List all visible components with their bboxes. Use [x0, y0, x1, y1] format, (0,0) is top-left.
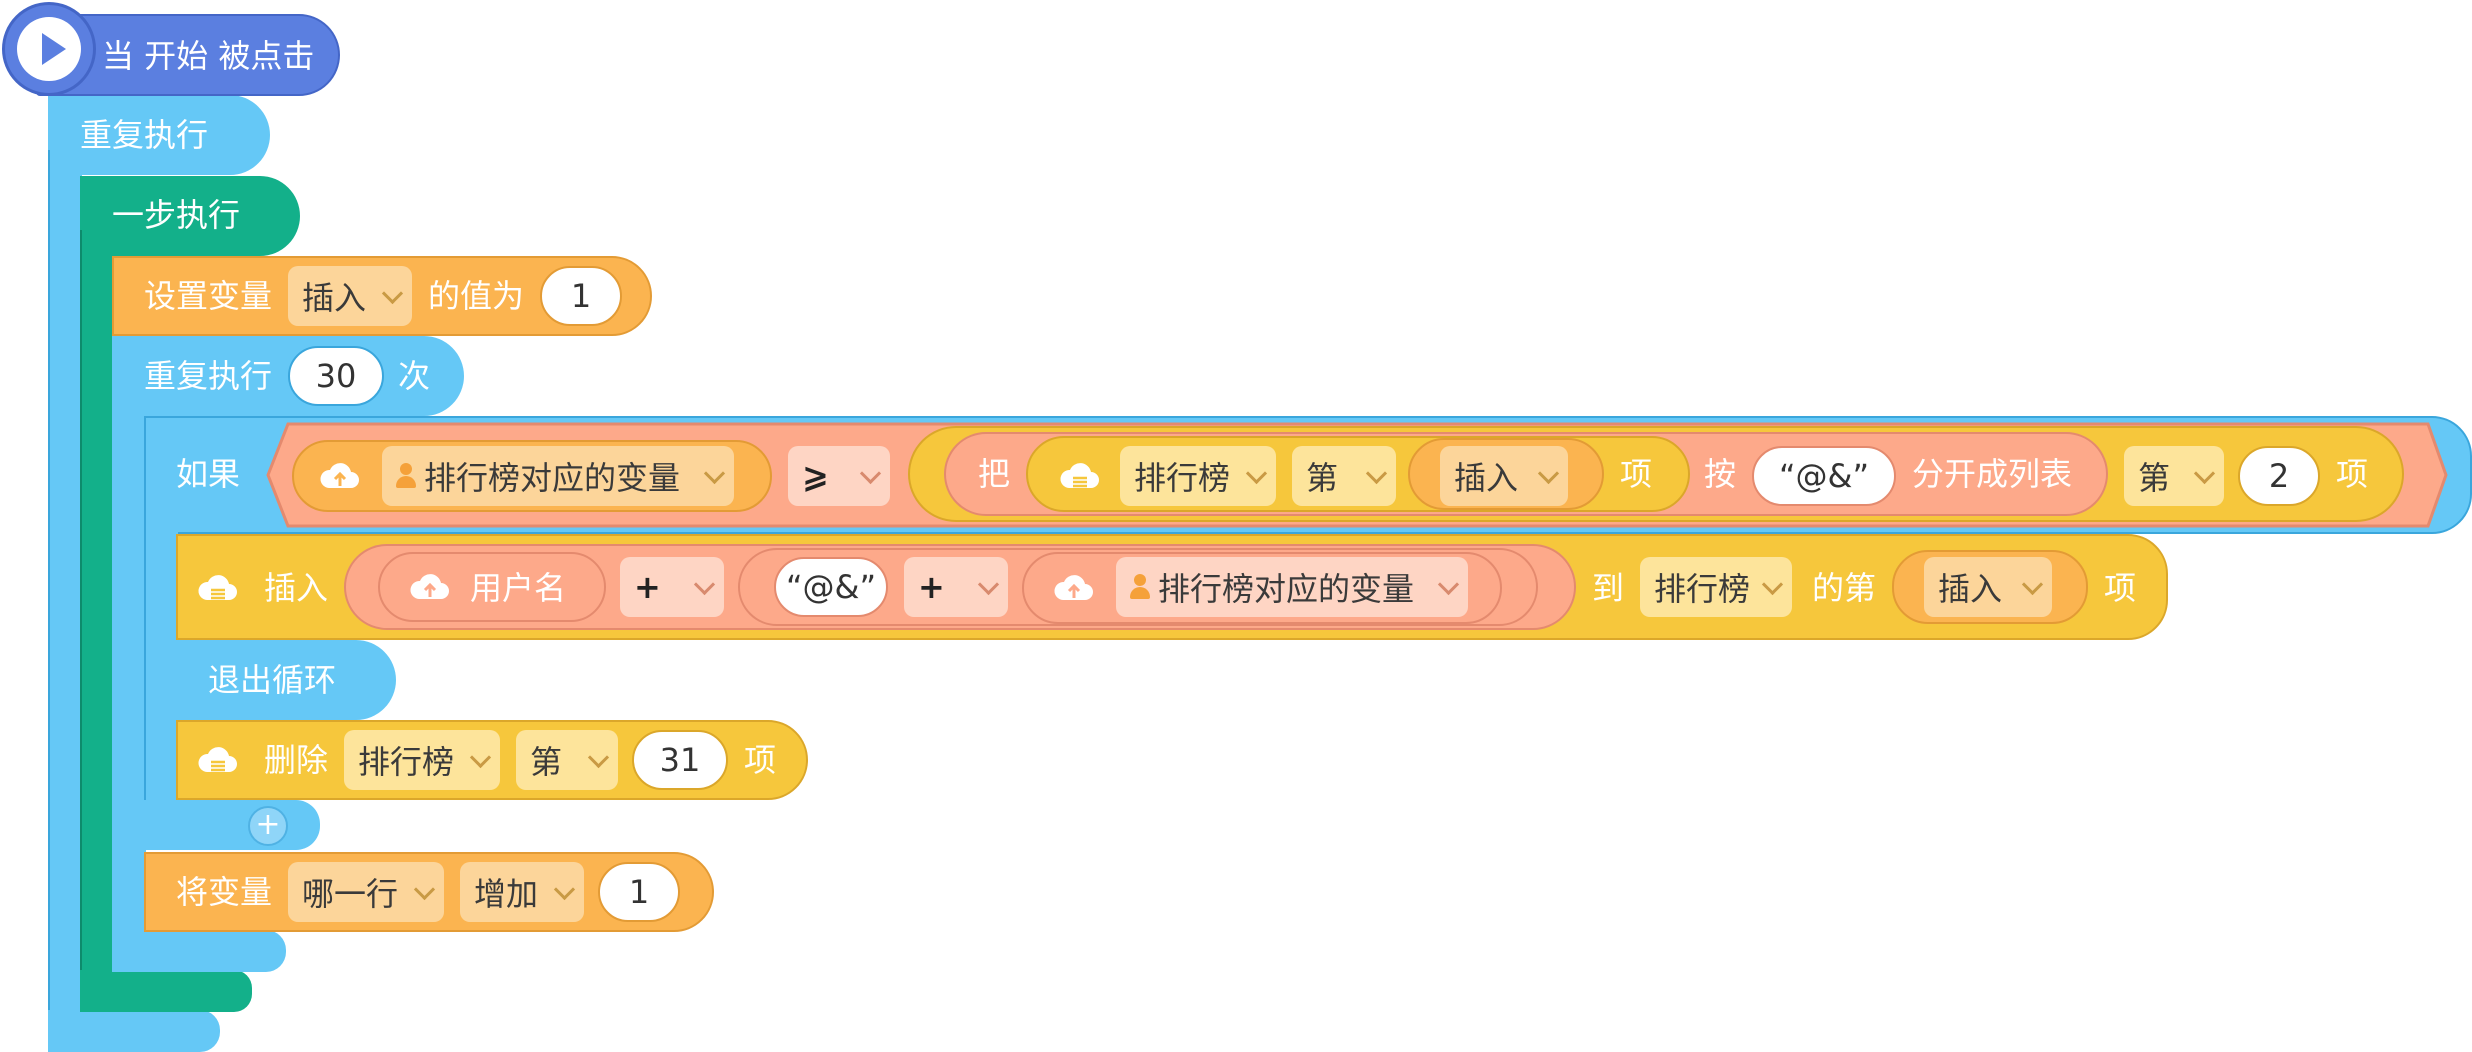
operator-value: ⩾	[802, 457, 829, 495]
add-icon: +	[255, 807, 281, 842]
repeat-times-bottom	[112, 930, 286, 972]
split-index-var-value: 插入	[1454, 459, 1519, 497]
cloud-list-icon	[198, 575, 237, 600]
insert-xiang-label: 项	[2104, 569, 2137, 607]
delete-label: 删除	[264, 741, 329, 779]
change-op-dropdown[interactable]: 增加	[460, 862, 584, 922]
operator-dropdown[interactable]: ⩾	[788, 446, 890, 506]
insert-list-value: 排行榜	[1654, 570, 1751, 608]
split-index-var-dropdown[interactable]: 插入	[1440, 446, 1568, 506]
delete-list-dropdown[interactable]: 排行榜	[344, 730, 500, 790]
set-variable-dropdown[interactable]: 插入	[288, 266, 412, 326]
left-variable-name: 排行榜对应的变量	[424, 459, 681, 497]
cloud-upload-icon	[1054, 575, 1093, 600]
change-variable-dropdown[interactable]: 哪一行	[288, 862, 444, 922]
if-block-arm	[144, 520, 178, 820]
split-di-value: 第	[1306, 459, 1339, 497]
change-variable-value: 哪一行	[302, 875, 399, 913]
split-xiang2-label: 项	[2336, 455, 2369, 493]
plus-operator-2-value: +	[918, 568, 945, 606]
step-exec-label: 一步执行	[112, 196, 241, 234]
set-variable-value-input[interactable]: 1	[540, 266, 622, 326]
add-block-button[interactable]: +	[248, 806, 288, 846]
split-separator-input[interactable]: “@&”	[1752, 446, 1896, 506]
username-label: 用户名	[470, 569, 567, 607]
split-ba-label: 把	[978, 455, 1011, 493]
delete-index-input[interactable]: 31	[632, 730, 728, 790]
split-into-list-label: 分开成列表	[1912, 455, 2073, 493]
plus-operator-1-value: +	[634, 568, 661, 606]
insert-index-var-value: 插入	[1938, 570, 2003, 608]
loop-forever-bottom	[48, 1010, 220, 1052]
play-triangle-icon	[42, 33, 66, 65]
set-variable-label: 设置变量	[144, 277, 273, 315]
delete-list-value: 排行榜	[358, 743, 455, 781]
left-variable-dropdown[interactable]: 排行榜对应的变量	[382, 446, 734, 506]
cloud-upload-icon	[320, 463, 359, 488]
break-loop-label: 退出循环	[208, 661, 337, 699]
cloud-upload-icon	[410, 574, 449, 599]
loop-forever-arm	[48, 150, 82, 1050]
delete-di-dropdown[interactable]: 第	[516, 730, 618, 790]
split-index-input[interactable]: 2	[2238, 446, 2320, 506]
step-exec-block[interactable]	[80, 176, 300, 256]
user-icon	[1130, 574, 1150, 600]
when-start-clicked-label: 当 开始 被点击	[102, 37, 315, 75]
loop-forever-block[interactable]	[48, 95, 270, 175]
change-variable-label: 将变量	[176, 873, 273, 911]
repeat-times-arm	[112, 400, 146, 960]
if-label: 如果	[176, 455, 241, 493]
plus-operator-1[interactable]: +	[620, 557, 724, 617]
delete-xiang-label: 项	[744, 741, 777, 779]
insert-separator-input[interactable]: “@&”	[774, 557, 888, 617]
play-icon-circle	[2, 2, 96, 96]
split-di-dropdown[interactable]: 第	[1292, 446, 1396, 506]
delete-di-value: 第	[530, 743, 563, 781]
split-di2-value: 第	[2138, 459, 2171, 497]
insert-to-label: 到	[1592, 569, 1625, 607]
play-icon	[17, 17, 81, 81]
split-list-value: 排行榜	[1134, 459, 1231, 497]
change-op-value: 增加	[474, 875, 539, 913]
split-di2-dropdown[interactable]: 第	[2124, 446, 2224, 506]
insert-index-var-dropdown[interactable]: 插入	[1924, 557, 2052, 617]
insert-label: 插入	[264, 569, 329, 607]
set-variable-dropdown-value: 插入	[302, 279, 367, 317]
cloud-list-icon	[1060, 463, 1099, 488]
set-variable-mid: 的值为	[428, 277, 525, 315]
loop-forever-label: 重复执行	[80, 116, 209, 154]
insert-variable-dropdown[interactable]: 排行榜对应的变量	[1116, 557, 1468, 617]
repeat-times-label: 重复执行	[144, 357, 273, 395]
split-list-dropdown[interactable]: 排行榜	[1120, 446, 1276, 506]
step-exec-bottom	[80, 970, 252, 1012]
insert-variable-name: 排行榜对应的变量	[1158, 570, 1415, 608]
step-exec-arm	[80, 230, 114, 990]
plus-operator-2[interactable]: +	[904, 557, 1008, 617]
split-xiang-label: 项	[1620, 455, 1653, 493]
user-icon	[396, 463, 416, 489]
insert-di-label: 的第	[1812, 569, 1877, 607]
insert-list-dropdown[interactable]: 排行榜	[1640, 557, 1792, 617]
split-an-label: 按	[1704, 455, 1737, 493]
if-block-bottom	[144, 800, 320, 850]
repeat-count-input[interactable]: 30	[288, 346, 384, 406]
cloud-list-icon	[198, 747, 237, 772]
change-amount-input[interactable]: 1	[598, 862, 680, 922]
repeat-times-suffix: 次	[398, 357, 431, 395]
break-loop-block[interactable]	[176, 640, 396, 720]
